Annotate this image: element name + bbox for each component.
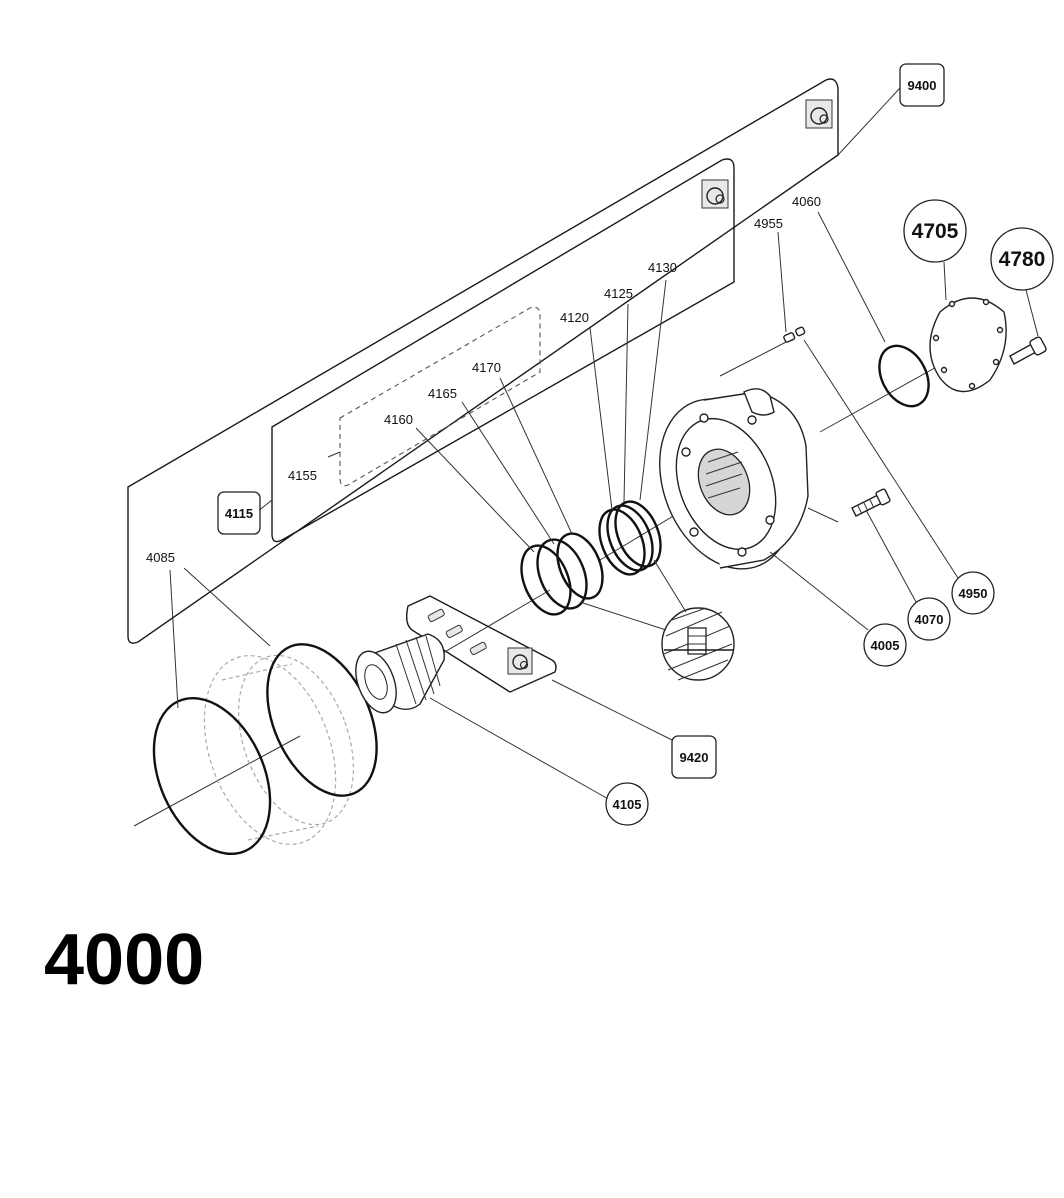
svg-text:4950: 4950 [959, 586, 988, 601]
callout-box-4115: 4115 [217, 491, 261, 535]
label-4170: 4170 [472, 360, 501, 375]
seal-4120 [598, 508, 646, 576]
o-ring-4060 [878, 344, 930, 408]
assembly-number: 4000 [44, 920, 205, 1000]
callout-circle-4950: 4950 [951, 571, 995, 615]
label-4160: 4160 [384, 412, 413, 427]
callout-circle-4005: 4005 [863, 623, 907, 667]
callout-circle-4780: 4780 [990, 227, 1054, 291]
assembly-axis [133, 364, 941, 827]
mounting-axis [719, 339, 839, 523]
label-4085: 4085 [146, 550, 175, 565]
svg-text:4070: 4070 [915, 612, 944, 627]
svg-text:4105: 4105 [613, 797, 642, 812]
svg-text:4115: 4115 [225, 506, 253, 521]
callout-box-9420: 9420 [671, 735, 717, 779]
housing-4005 [659, 388, 809, 570]
seal-4165 [536, 538, 588, 610]
label-4130: 4130 [648, 260, 677, 275]
set-screw-icon [427, 608, 487, 656]
seal-section-detail [661, 607, 735, 681]
svg-text:9400: 9400 [908, 78, 937, 93]
kit-panel-4155 [339, 306, 541, 487]
svg-text:9420: 9420 [680, 750, 709, 765]
screw-4070 [851, 488, 891, 517]
kit-panel-4115 [271, 158, 735, 543]
seal-4160 [520, 544, 572, 616]
label-4955: 4955 [754, 216, 783, 231]
kit-panel-9420 [405, 595, 557, 693]
kit-symbol-icon [701, 179, 729, 209]
svg-text:4705: 4705 [912, 220, 959, 243]
label-4155: 4155 [288, 468, 317, 483]
screw-4780 [1009, 336, 1047, 365]
o-ring-4085-rear [152, 696, 272, 856]
leader-lines [169, 87, 1039, 801]
plug-4955 [783, 326, 806, 343]
svg-text:4005: 4005 [871, 638, 900, 653]
callout-circle-4705: 4705 [903, 199, 967, 263]
label-4125: 4125 [604, 286, 633, 301]
kit-symbol-icon [507, 647, 533, 675]
label-4120: 4120 [560, 310, 589, 325]
kit-symbol-icon [805, 99, 833, 129]
label-4165: 4165 [428, 386, 457, 401]
piston-4105 [355, 633, 445, 714]
callout-circle-4070: 4070 [907, 597, 951, 641]
cover-plate-4705 [929, 297, 1007, 393]
callout-circle-4105: 4105 [605, 782, 649, 826]
seal-4170 [556, 532, 604, 600]
svg-text:4780: 4780 [999, 248, 1046, 271]
rear-housing-ghost [203, 654, 354, 845]
seal-4130 [614, 500, 662, 568]
label-4060: 4060 [792, 194, 821, 209]
callout-box-9400: 9400 [899, 63, 945, 107]
seal-4125 [606, 504, 654, 572]
